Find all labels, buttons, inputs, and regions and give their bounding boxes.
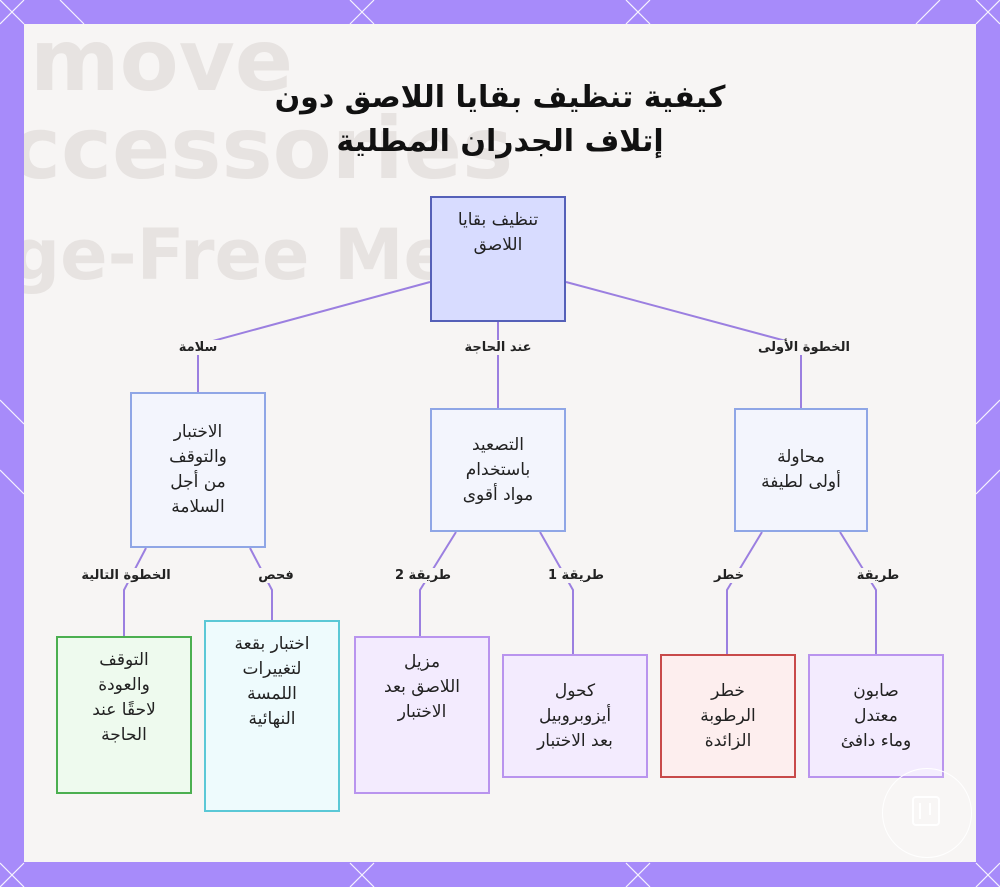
edge-label-check: فحص <box>256 568 296 583</box>
edge-label-first-step: الخطوة الأولى <box>756 340 852 355</box>
edge-label-next-step: الخطوة التالية <box>79 568 172 583</box>
edge-label-method-1: طريقة 1 <box>546 568 606 583</box>
edge-safety-stop <box>124 548 146 636</box>
edge-label-risk: خطر <box>712 568 746 583</box>
edge-escalate-alcohol <box>540 532 573 654</box>
edge-gentle-soap <box>840 532 876 654</box>
edge-safety-patch <box>250 548 272 620</box>
edge-gentle-moisture <box>727 532 762 654</box>
edge-label-method: طريقة <box>855 568 901 583</box>
edge-escalate-remover <box>420 532 456 636</box>
edge-label-safety: سلامة <box>177 340 220 355</box>
logo-icon <box>883 769 971 857</box>
edge-label-method-2: طريقة 2 <box>393 568 453 583</box>
edge-label-when-needed: عند الحاجة <box>462 340 533 355</box>
watermark-logo <box>882 768 972 858</box>
edge-root-safety <box>198 282 430 392</box>
